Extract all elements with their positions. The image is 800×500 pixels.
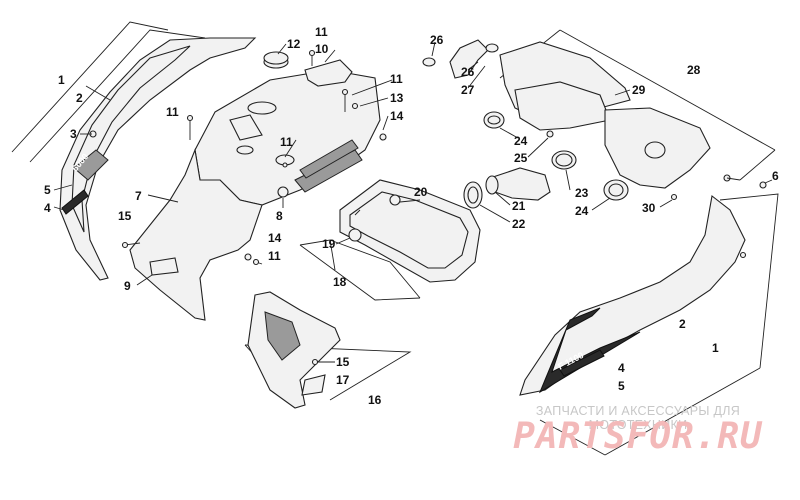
callout-13: 13: [390, 91, 404, 105]
callout-22: 22: [512, 217, 526, 231]
callout-11-a: 11: [166, 105, 179, 119]
callout-14-b: 14: [268, 231, 282, 245]
screw-icon: [739, 251, 747, 259]
callout-11-d: 11: [280, 135, 293, 149]
grommet-icon: [277, 186, 289, 198]
callout-20: 20: [414, 185, 428, 199]
callout-4-right: 4: [618, 361, 625, 375]
callout-15-left: 15: [118, 209, 132, 223]
callout-24-b: 24: [575, 204, 589, 218]
main-hood: [129, 69, 381, 321]
screw-icon: [311, 358, 319, 366]
clamp-icon: [485, 43, 499, 53]
clamp-icon: [422, 57, 436, 67]
callout-18: 18: [333, 275, 347, 289]
clip-icon: [244, 253, 252, 261]
callout-3: 3: [70, 127, 77, 141]
callout-26-b: 26: [461, 65, 475, 79]
hardware-screws: [121, 88, 387, 266]
callout-1-left: 1: [58, 73, 65, 87]
callout-12: 12: [287, 37, 301, 51]
clip-icon: [379, 133, 387, 141]
callout-16: 16: [368, 393, 382, 407]
airbox-tray: [339, 179, 481, 283]
watermark-logo: PARTSFOR.RU: [513, 416, 763, 457]
callout-5-right: 5: [618, 379, 625, 393]
callout-labels: 1 2 3 5 4 7 15 8 9 11 12 11 10 11 13 14 …: [44, 25, 779, 407]
callout-27: 27: [461, 83, 475, 97]
callout-21: 21: [512, 199, 526, 213]
screw-icon: [670, 193, 678, 201]
air-intake-duct: [422, 39, 741, 201]
callout-2-left: 2: [76, 91, 83, 105]
callout-26-a: 26: [430, 33, 444, 47]
callout-5-left: 5: [44, 183, 51, 197]
callout-2-right: 2: [679, 317, 686, 331]
callout-1-right: 1: [712, 341, 719, 355]
callout-30: 30: [642, 201, 656, 215]
callout-8: 8: [276, 209, 283, 223]
callout-15-lower: 15: [336, 355, 350, 369]
callout-leaders: [53, 41, 773, 286]
lower-belly-pan: [247, 291, 341, 409]
screw-icon: [341, 88, 349, 96]
callout-24-a: 24: [514, 134, 528, 148]
callout-6: 6: [772, 169, 779, 183]
callout-11-e: 11: [268, 249, 281, 263]
callout-23: 23: [575, 186, 589, 200]
callout-4-left: 4: [44, 201, 51, 215]
screw-icon: [186, 114, 194, 122]
screw-icon: [121, 241, 129, 249]
bracket-lines: [11, 21, 779, 456]
right-side-panel: F 1100: [519, 181, 767, 396]
intake-hoses: [463, 111, 629, 209]
callout-25: 25: [514, 151, 528, 165]
callout-14-a: 14: [390, 109, 404, 123]
callout-7: 7: [135, 189, 142, 203]
callout-17: 17: [336, 373, 350, 387]
screw-icon: [252, 258, 260, 266]
watermark-tagline: ЗАПЧАСТИ И АКСЕССУАРЫ ДЛЯ МОТОТЕХНИКИ: [535, 404, 741, 432]
callout-9: 9: [124, 279, 131, 293]
callout-11-c: 11: [390, 72, 403, 86]
callout-11-b: 11: [315, 25, 328, 39]
callout-28: 28: [687, 63, 701, 77]
callout-19: 19: [322, 237, 336, 251]
grommet-and-bracket: [263, 49, 353, 87]
callout-29: 29: [632, 83, 646, 97]
clip-icon: [759, 181, 767, 189]
callout-10: 10: [315, 42, 329, 56]
left-side-panel: 6000: [59, 37, 257, 281]
screw-icon: [351, 102, 359, 110]
